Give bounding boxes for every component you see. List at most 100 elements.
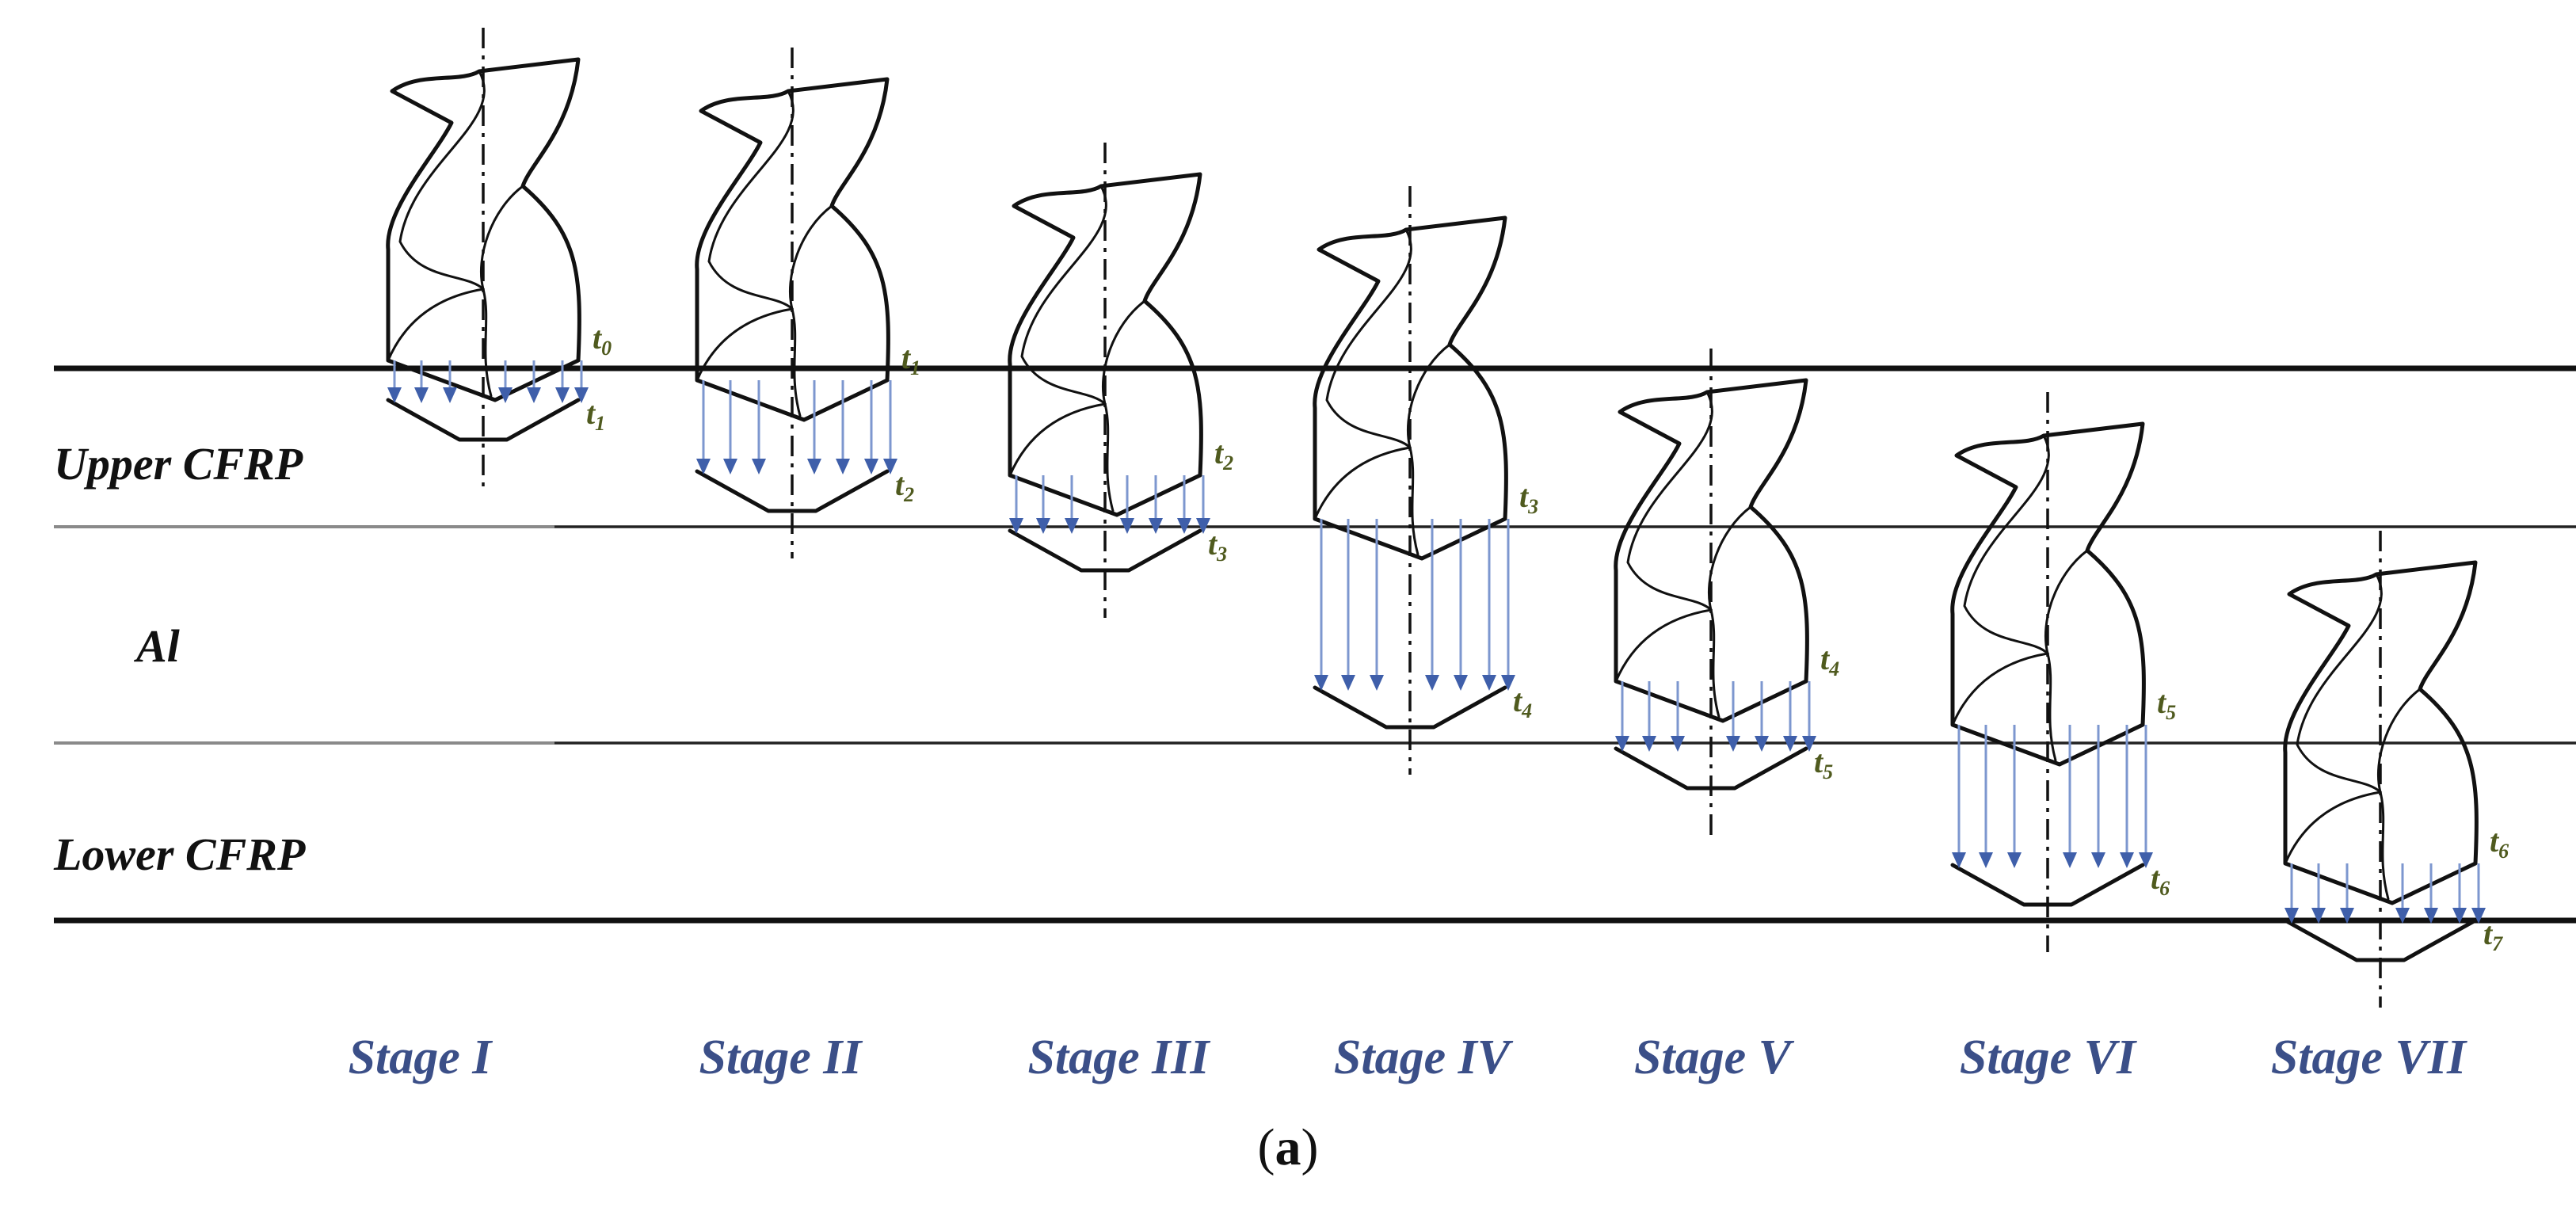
stage-label-1: Stage I [349,1031,493,1084]
time-label-top: t5 [2157,684,2176,724]
time-label-subscript: 2 [1222,452,1233,474]
feed-arrow-head [883,459,897,474]
feed-arrow-head [836,459,850,474]
feed-arrow-head [2139,852,2153,868]
feed-arrow-head [864,459,878,474]
drill-flute-curve [2376,688,2422,901]
drill-flute-curve [2296,573,2383,794]
time-label-subscript: 7 [2492,932,2503,955]
drill-flute-curve [2044,549,2089,762]
feed-arrow-head [443,387,457,403]
feed-arrow-head [2120,852,2134,868]
time-label-top: t6 [2490,823,2509,863]
feed-arrow-head [1425,675,1439,691]
drill-cutting-lip [1313,446,1412,520]
time-label-bottom: t4 [1513,683,1532,722]
feed-arrow-head [2395,908,2410,924]
time-label-subscript: 2 [903,483,914,506]
stage-label-4: Stage IV [1334,1031,1514,1084]
drill-flute-curve [1707,505,1752,718]
feed-arrow-head [1454,675,1468,691]
drill-cutting-lip [695,307,794,382]
time-label-subscript: 6 [2498,840,2509,863]
feed-arrow-head [807,459,821,474]
time-label-subscript: 3 [1527,495,1538,518]
feed-arrow-head [2452,908,2467,924]
stage-label-7: Stage VII [2271,1031,2467,1084]
stage-label-2: Stage II [699,1031,863,1084]
feed-arrow-head [2091,852,2105,868]
feed-arrow-head [1065,518,1079,534]
time-label-subscript: 5 [1823,760,1833,783]
time-label-top: t1 [901,340,920,379]
feed-arrow-head [1979,852,1993,868]
time-label-bottom: t3 [1208,526,1227,566]
drill-cutting-lip [1008,402,1107,477]
drill-cutting-lip [1614,608,1713,683]
feed-arrow-head [574,387,589,403]
feed-arrow-head [1726,736,1740,752]
feed-arrow-head [1370,675,1384,691]
time-label-subscript: 0 [601,337,612,360]
feed-arrow-head [2007,852,2022,868]
stage-label-3: Stage III [1027,1031,1210,1084]
time-label-top: t4 [1820,641,1839,680]
feed-arrow-head [1177,518,1191,534]
feed-arrow-head [1036,518,1050,534]
feed-arrow-head [723,459,737,474]
drill-flute-curve [1325,228,1412,449]
time-label-subscript: 1 [595,412,605,435]
drill-cutting-lip [1951,652,2049,726]
drill-body-outline [695,77,890,422]
figure-caption: (a) [1258,1118,1319,1176]
feed-arrow-head [2063,852,2077,868]
feed-arrow-head [555,387,570,403]
feed-arrow-head [2311,908,2326,924]
time-label-subscript: 1 [910,356,920,379]
drill-cutting-lip [387,288,485,362]
feed-arrow-head [752,459,766,474]
drill-tip-chevron [695,469,890,513]
stage-1-drill: t0 t1 [386,28,612,487]
feed-arrow-head [1120,518,1134,534]
caption-letter: a [1275,1118,1301,1176]
drill-flute-curve [1626,391,1713,612]
stage-label-5: Stage V [1634,1031,1795,1084]
stage-label-6: Stage VI [1960,1031,2137,1084]
feed-arrow-head [1671,736,1685,752]
feed-arrow-head [1615,736,1629,752]
time-label-top: t0 [593,320,612,360]
time-label-subscript: 4 [1828,657,1839,680]
drill-body-outline [1313,215,1508,561]
feed-arrow-head [696,459,711,474]
feed-arrow-head [1755,736,1769,752]
feed-arrow-head [2284,908,2299,924]
feed-arrow-head [1009,518,1023,534]
drill-flute-curve [707,90,795,311]
drill-tip-chevron [1313,685,1507,730]
drill-flute-curve [398,70,486,291]
time-label-subscript: 4 [1521,699,1532,722]
caption-close: ) [1301,1118,1319,1176]
layer-label-al: Al [134,620,181,672]
time-label-bottom: t1 [586,395,605,435]
drill-body-outline [1008,172,1203,517]
feed-arrow-head [1642,736,1656,752]
feed-arrow-head [527,387,541,403]
drill-flute-curve [1020,185,1107,406]
feed-arrow-head [1482,675,1496,691]
feed-arrow-head [387,387,402,403]
feed-arrow-head [1149,518,1163,534]
feed-arrow-head [2424,908,2438,924]
feed-arrow-head [1783,736,1797,752]
feed-arrow-head [1501,675,1515,691]
feed-arrow-head [1802,736,1816,752]
